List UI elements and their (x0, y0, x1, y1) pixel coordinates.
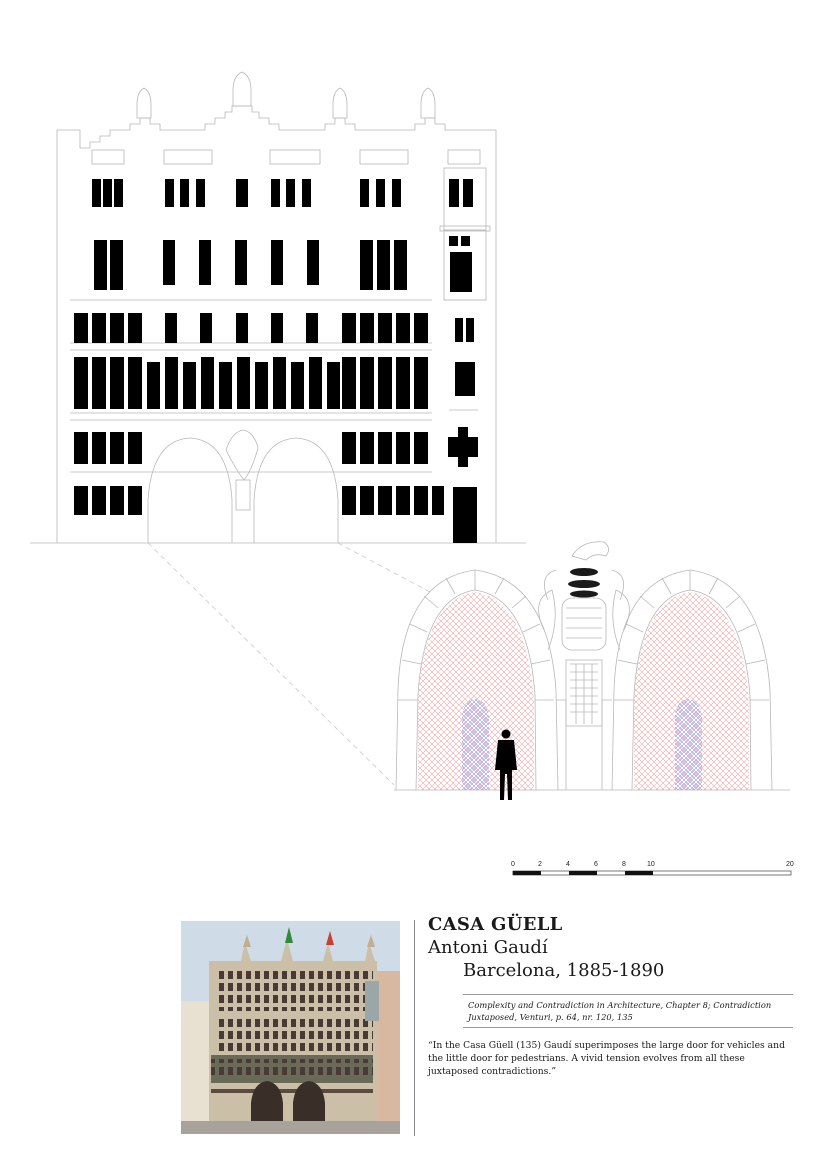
facade-elevation (30, 71, 526, 544)
source-citation: Complexity and Contradiction in Architec… (468, 1000, 772, 1022)
caption-divider (414, 920, 415, 1136)
crest-icon (568, 568, 600, 598)
venturi-quote: “In the Casa Güell (135) Gaudí superimpo… (428, 1040, 785, 1077)
pedestrian-door-left (462, 699, 489, 790)
scale-label: 8 (622, 861, 626, 868)
scale-bar: 0 2 4 6 8 10 20 (511, 861, 794, 876)
rule-top (463, 994, 793, 995)
scale-label: 10 (647, 861, 655, 868)
rule-bottom (463, 1027, 793, 1028)
building-photo (181, 921, 400, 1134)
scale-label: 4 (566, 861, 570, 868)
scale-label: 0 (511, 861, 515, 868)
scale-label: 20 (786, 861, 794, 868)
pedestrian-door-right (675, 699, 702, 790)
vehicle-door-right (634, 592, 749, 790)
arch-detail (394, 541, 790, 800)
scale-label: 2 (538, 861, 542, 868)
projection-lines (147, 542, 431, 786)
facade-windows (74, 179, 478, 543)
place-dates: Barcelona, 1885-1890 (463, 960, 665, 981)
architect-name: Antoni Gaudí (428, 937, 548, 958)
human-silhouette-icon (495, 729, 517, 800)
building-title: CASA GÜELL (428, 914, 563, 935)
scale-label: 6 (594, 861, 598, 868)
